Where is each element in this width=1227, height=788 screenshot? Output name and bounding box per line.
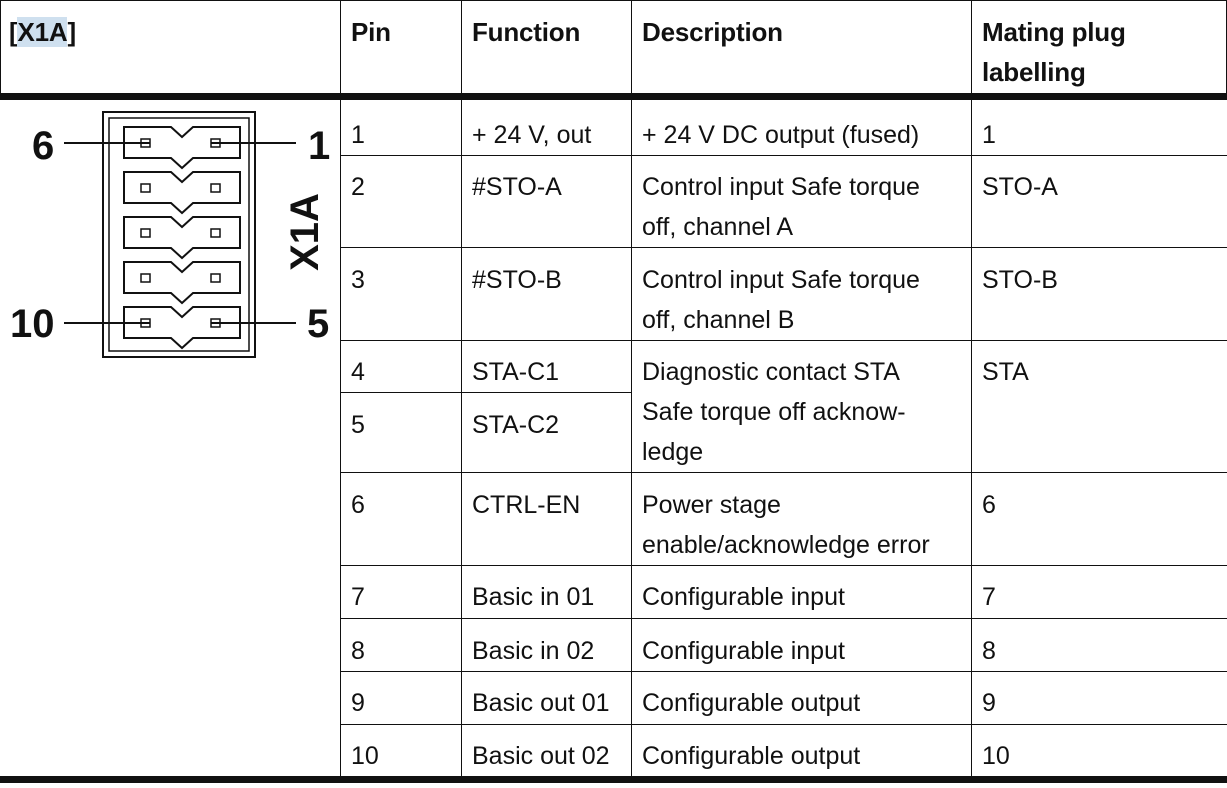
connector-vertical-label: X1A — [282, 193, 327, 271]
pin-label-5: 5 — [307, 302, 330, 346]
row-separator — [340, 671, 1227, 672]
pin-number: 6 — [351, 491, 365, 519]
mating-plug-label: STO-A — [982, 173, 1058, 201]
description-text: Control input Safe torque — [642, 173, 920, 201]
description-text: enable/acknowledge error — [642, 531, 930, 559]
table-left-border — [0, 0, 1, 94]
connector-header: [X1A] — [9, 12, 76, 52]
function-name: #STO-B — [472, 266, 562, 294]
row-separator — [340, 565, 1227, 566]
table-bottom-rule — [0, 776, 1227, 783]
function-name: CTRL-EN — [472, 491, 581, 519]
pin-header: Pin — [351, 17, 391, 47]
row-separator — [340, 392, 631, 393]
header-rule — [0, 93, 1227, 100]
connector-outer-frame — [102, 111, 256, 358]
mating-plug-header-line1: Mating plug — [982, 17, 1126, 47]
mating-plug-label: 10 — [982, 742, 1010, 770]
col-divider-function — [461, 0, 462, 777]
description-text: off, channel A — [642, 213, 794, 241]
function-name: Basic in 02 — [472, 637, 595, 665]
mating-plug-label: 6 — [982, 491, 996, 519]
row-separator — [340, 155, 1227, 156]
bracket-open: [ — [9, 17, 18, 47]
function-name: Basic out 01 — [472, 689, 610, 717]
mating-plug-header-line2: labelling — [982, 57, 1086, 87]
mating-plug-label: 8 — [982, 637, 996, 665]
description-text: Configurable output — [642, 742, 861, 770]
mating-plug-label: 9 — [982, 689, 996, 717]
pin-number: 8 — [351, 637, 365, 665]
function-name: #STO-A — [472, 173, 562, 201]
bracket-close: ] — [67, 17, 76, 47]
function-header: Function — [472, 17, 581, 47]
mating-plug-label: 7 — [982, 583, 996, 611]
description-text: Safe torque off acknow- — [642, 398, 906, 426]
pin-number: 4 — [351, 358, 365, 386]
row-separator — [340, 618, 1227, 619]
description-text: ledge — [642, 438, 704, 466]
row-separator — [340, 724, 1227, 725]
function-name: Basic out 02 — [472, 742, 610, 770]
mating-plug-label: STO-B — [982, 266, 1058, 294]
pin-number: 9 — [351, 689, 365, 717]
mating-plug-label: STA — [982, 358, 1029, 386]
row-separator — [340, 472, 1227, 473]
table-top-border — [0, 0, 1227, 1]
mating-plug-header: Mating plug labelling — [982, 12, 1126, 92]
function-name: + 24 V, out — [472, 121, 592, 149]
row-separator — [340, 340, 1227, 341]
pin-number: 2 — [351, 173, 365, 201]
connector-slots — [123, 126, 241, 350]
function-name: STA-C2 — [472, 411, 560, 439]
col-divider-mating — [971, 0, 972, 777]
function-name: Basic in 01 — [472, 583, 595, 611]
description-text: Configurable input — [642, 583, 845, 611]
description-text: Power stage — [642, 491, 781, 519]
description-text: Diagnostic contact STA — [642, 358, 900, 386]
description-header: Description — [642, 17, 783, 47]
pin-leader-lines — [64, 142, 296, 324]
pin-number: 7 — [351, 583, 365, 611]
pin-number: 10 — [351, 742, 379, 770]
description-text: Configurable input — [642, 637, 845, 665]
row-separator — [340, 247, 1227, 248]
connector-diagram — [64, 111, 296, 358]
pin-number: 5 — [351, 411, 365, 439]
pin-label-6: 6 — [32, 124, 55, 168]
mating-plug-label: 1 — [982, 121, 996, 149]
description-text: off, channel B — [642, 306, 795, 334]
description-text: + 24 V DC output (fused) — [642, 121, 920, 149]
connector-inner-frame — [108, 117, 250, 352]
function-name: STA-C1 — [472, 358, 560, 386]
description-text: Control input Safe torque — [642, 266, 920, 294]
connector-id: X1A — [17, 17, 68, 47]
pin-number: 3 — [351, 266, 365, 294]
col-divider-pin — [340, 0, 341, 777]
pin-number: 1 — [351, 121, 365, 149]
pin-label-1: 1 — [308, 124, 331, 168]
description-text: Configurable output — [642, 689, 861, 717]
pin-label-10: 10 — [10, 302, 55, 346]
col-divider-description — [631, 0, 632, 777]
